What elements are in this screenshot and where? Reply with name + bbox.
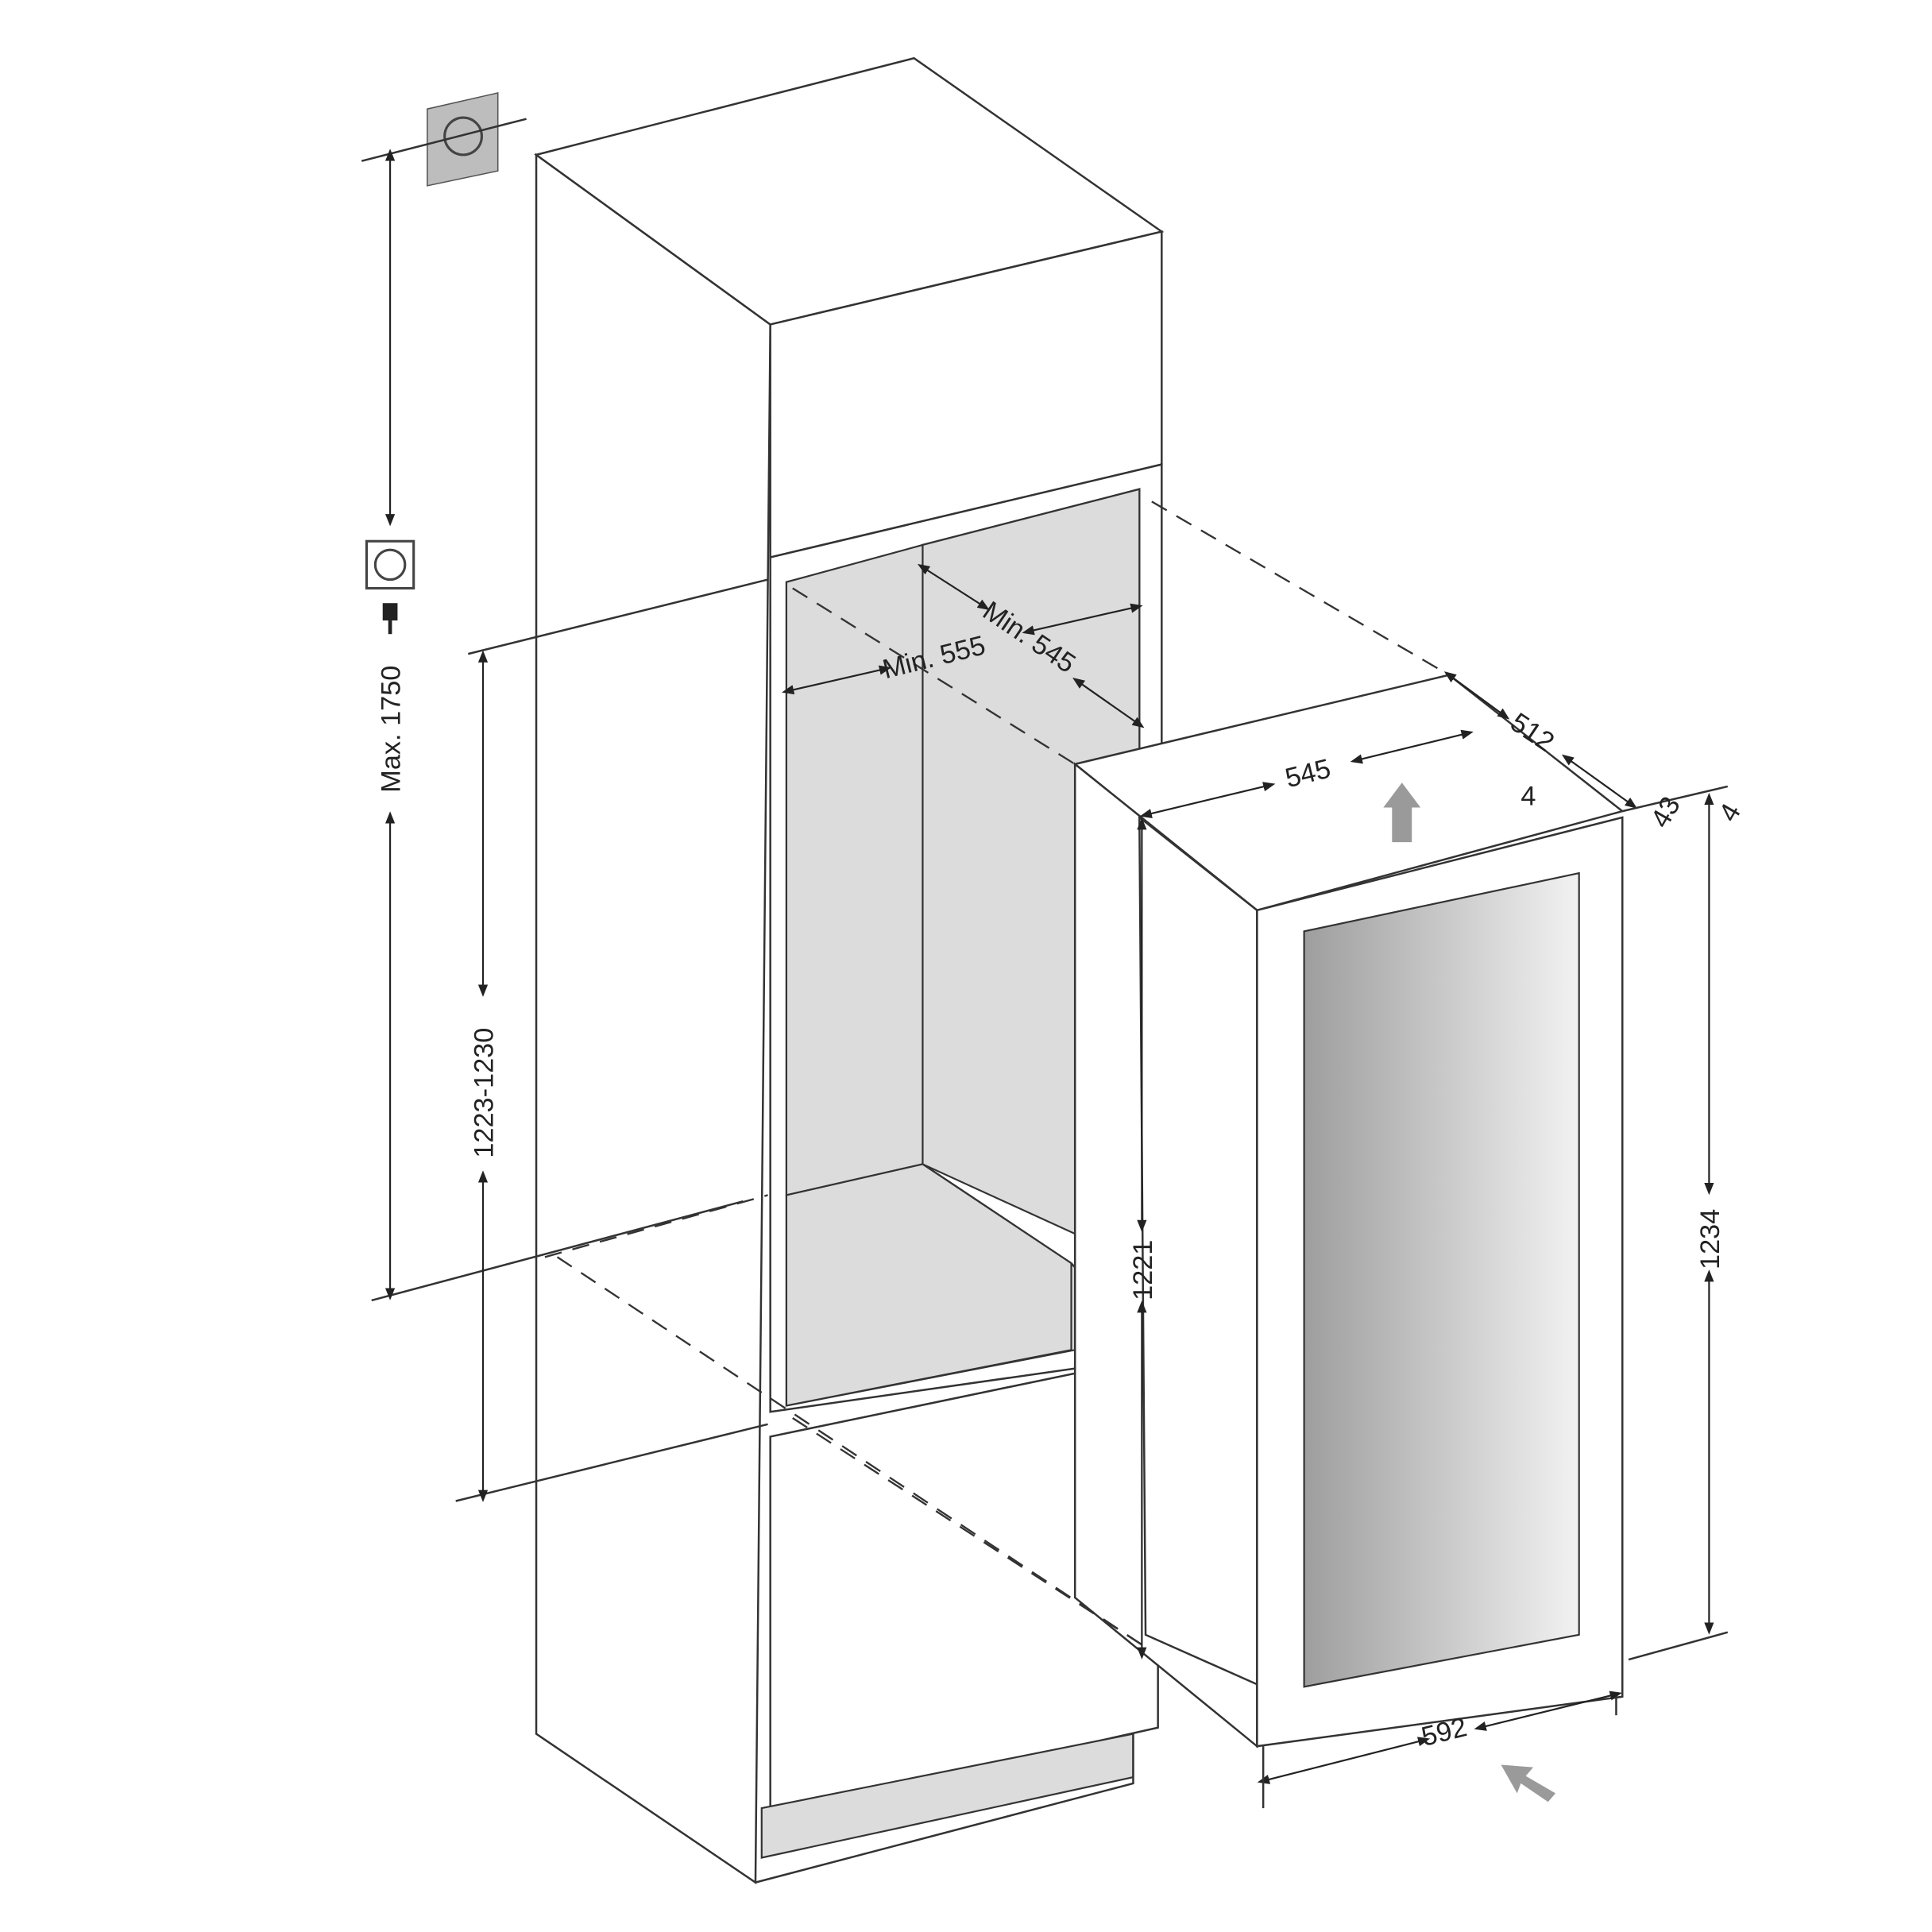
- cabinet: [534, 56, 1165, 1884]
- airflow-arrow-icon: [1501, 1764, 1556, 1803]
- appliance-total-height-label: 1234: [1695, 1209, 1725, 1269]
- plug-icon: [382, 603, 398, 635]
- appliance-body-height-label: 1221: [1128, 1240, 1158, 1300]
- niche-height-label: 1223-1230: [469, 1028, 499, 1158]
- max-socket-height-label: Max. 1750: [377, 666, 407, 793]
- power-socket-icon: [365, 91, 499, 635]
- door-gap-left-label: 4: [1520, 781, 1536, 811]
- projection-lines: [544, 500, 1450, 1648]
- dimension-lines: [361, 118, 1729, 1809]
- door-gap-right-label: 4: [1714, 798, 1747, 827]
- glass-door: [1303, 871, 1580, 1688]
- airflow-arrow-icon: [1383, 782, 1421, 843]
- appliance: [1072, 674, 1625, 1803]
